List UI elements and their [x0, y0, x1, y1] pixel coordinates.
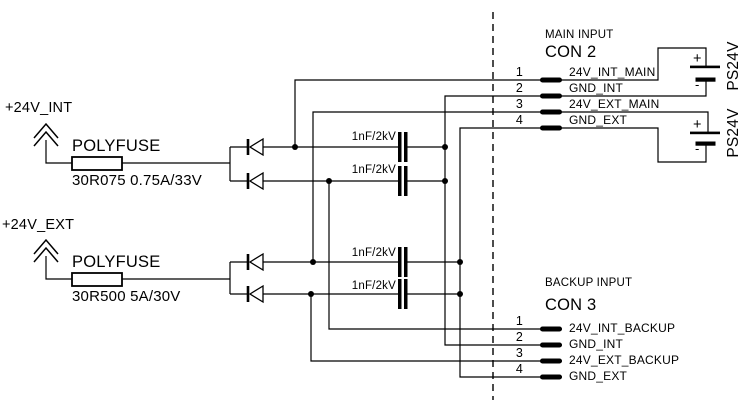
connector-section-title: BACKUP INPUT [545, 277, 633, 289]
connector-pad [540, 109, 562, 115]
capacitor-icon [398, 279, 408, 309]
polyfuse-icon [71, 156, 123, 171]
junction-dot [442, 178, 448, 184]
junction-dot [457, 291, 463, 297]
connector-pad [540, 326, 562, 332]
junction-dot [292, 144, 298, 150]
fuse-spec-label: 30R500 5A/30V [72, 288, 181, 305]
capacitor-value-label: 1nF/2kV [351, 164, 396, 176]
diode-icon [246, 171, 264, 191]
capacitor-value-label: 1nF/2kV [351, 280, 396, 292]
battery-plus-sign: + [693, 51, 702, 67]
fuse-name-label: POLYFUSE [72, 137, 161, 155]
wire [45, 140, 230, 164]
battery-designator: PS24V [725, 108, 742, 158]
connector-pad [540, 125, 562, 131]
battery-icon [690, 131, 720, 146]
diode-icon [246, 252, 264, 272]
pin-net-label: 24V_EXT_MAIN [569, 97, 660, 111]
battery-minus-sign: - [695, 77, 700, 92]
diode-icon [246, 284, 264, 304]
pin-net-label: 24V_INT_BACKUP [569, 321, 676, 335]
wire [310, 294, 562, 362]
pin-number: 3 [515, 97, 523, 111]
connector-pad [540, 93, 562, 99]
diode-icon [246, 137, 264, 157]
rail-net-label: +24V_INT [5, 100, 73, 116]
capacitor-icon [398, 247, 408, 277]
pin-number: 1 [515, 65, 523, 79]
connector-pad [540, 358, 562, 364]
connector-designator: CON 2 [545, 43, 597, 61]
capacitor-value-label: 1nF/2kV [351, 131, 396, 143]
pin-number: 2 [515, 330, 523, 344]
connector-designator: CON 3 [545, 296, 597, 314]
fuse-name-label: POLYFUSE [72, 253, 161, 271]
pin-net-label: GND_INT [569, 81, 624, 95]
connector-section-title: MAIN INPUT [545, 29, 614, 41]
battery-designator: PS24V [725, 41, 742, 91]
pin-number: 3 [515, 346, 523, 360]
battery-minus-sign: - [695, 141, 700, 156]
junction-dot [310, 259, 316, 265]
junction-dot [457, 259, 463, 265]
wire-network [45, 47, 709, 378]
connector-pad [540, 77, 562, 83]
off-page-arrow-icon [33, 238, 59, 263]
wire [444, 81, 707, 346]
pin-number: 2 [515, 81, 523, 95]
battery-plus-sign: + [693, 117, 702, 133]
junction-dot [442, 144, 448, 150]
pin-number: 1 [515, 314, 523, 328]
pin-net-label: GND_INT [569, 337, 624, 351]
wire [45, 256, 230, 280]
capacitor-value-label: 1nF/2kV [351, 247, 396, 259]
pin-net-label: 24V_INT_MAIN [569, 65, 656, 79]
wire [294, 47, 707, 147]
wire [459, 127, 707, 378]
pin-net-label: GND_EXT [569, 113, 628, 127]
capacitor-icon [398, 132, 408, 162]
connector-pad [540, 374, 562, 380]
capacitor-icon [398, 166, 408, 196]
connector-pad [540, 342, 562, 348]
off-page-arrow-icon [33, 122, 59, 147]
pin-net-label: GND_EXT [569, 369, 628, 383]
pin-net-label: 24V_EXT_BACKUP [569, 353, 680, 367]
pin-number: 4 [515, 362, 523, 376]
battery-icon [690, 65, 720, 82]
wire [312, 111, 709, 262]
rail-net-label: +24V_EXT [2, 217, 75, 233]
wire [328, 181, 562, 330]
fuse-spec-label: 30R075 0.75A/33V [72, 172, 202, 189]
polyfuse-icon [71, 272, 123, 287]
junction-dot [326, 178, 332, 184]
pin-number: 4 [515, 113, 523, 127]
junction-dot [308, 291, 314, 297]
